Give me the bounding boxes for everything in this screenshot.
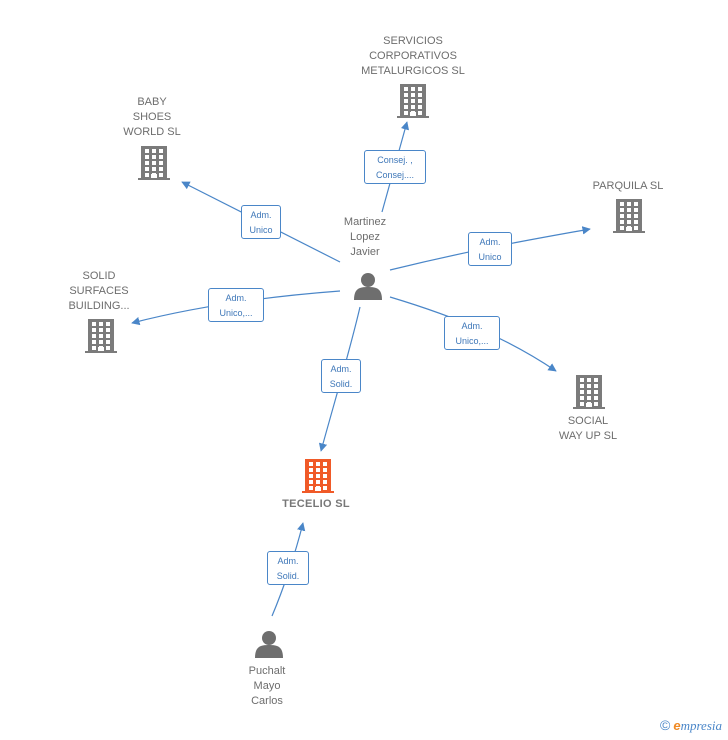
- node-label-baby[interactable]: BABY SHOES WORLD SL: [123, 96, 181, 138]
- node-label-servicios[interactable]: SERVICIOS CORPORATIVOS METALURGICOS SL: [361, 35, 465, 77]
- building-icon-servicios[interactable]: [397, 84, 429, 118]
- edge-label-parquila[interactable]: Adm. Unico: [468, 232, 512, 266]
- edge-label-tecelio-m[interactable]: Adm. Solid.: [321, 359, 361, 393]
- person-icon-martinez[interactable]: [354, 273, 382, 300]
- node-label-tecelio[interactable]: TECELIO SL: [282, 498, 350, 510]
- building-icon-solid[interactable]: [85, 319, 117, 353]
- node-label-parquila[interactable]: PARQUILA SL: [592, 180, 664, 192]
- person-icon-puchalt[interactable]: [255, 631, 283, 658]
- building-icon-parquila[interactable]: [613, 199, 645, 233]
- node-label-martinez[interactable]: Martinez Lopez Javier: [343, 216, 387, 258]
- copyright-icon: ©: [660, 717, 671, 733]
- building-icon-tecelio[interactable]: [302, 459, 334, 493]
- brand-logo-text: mpresia: [680, 718, 722, 733]
- building-icon-social[interactable]: [573, 375, 605, 409]
- edge-label-servicios[interactable]: Consej. , Consej....: [364, 150, 426, 184]
- edge-label-solid[interactable]: Adm. Unico,...: [208, 288, 264, 322]
- edge-label-social[interactable]: Adm. Unico,...: [444, 316, 500, 350]
- node-label-solid[interactable]: SOLID SURFACES BUILDING...: [68, 270, 130, 312]
- building-icon-baby[interactable]: [138, 146, 170, 180]
- node-label-social[interactable]: SOCIAL WAY UP SL: [558, 415, 618, 442]
- edge-label-tecelio-p[interactable]: Adm. Solid.: [267, 551, 309, 585]
- brand-logo-initial: e: [673, 718, 681, 733]
- copyright-footer: ©empresia: [660, 717, 722, 734]
- edge-label-baby[interactable]: Adm. Unico: [241, 205, 281, 239]
- node-label-puchalt[interactable]: Puchalt Mayo Carlos: [248, 665, 286, 707]
